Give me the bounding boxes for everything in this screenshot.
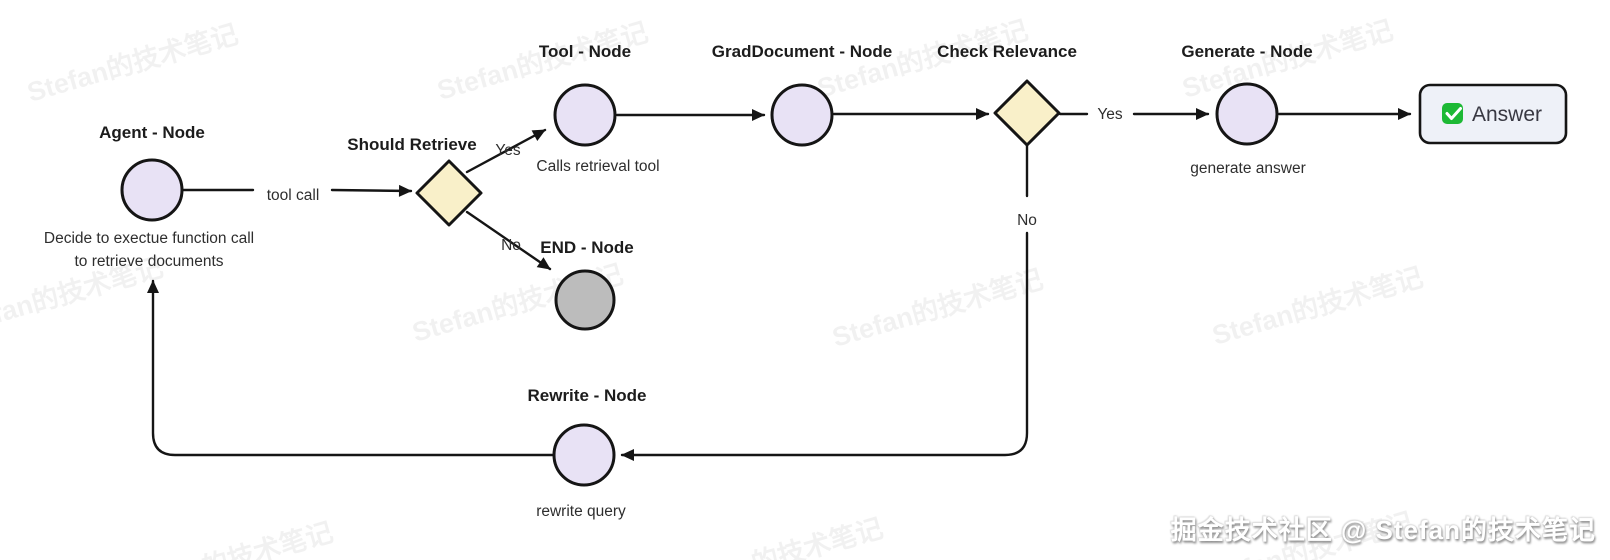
edge-shouldretrieve-no	[465, 210, 552, 271]
tool-node-desc: Calls retrieval tool	[536, 158, 659, 175]
tool-node-circle	[553, 83, 617, 147]
edge-label-no-check-relevance: No	[1017, 212, 1037, 229]
edge-rewrite-to-agent	[147, 279, 556, 457]
watermark-tile: Stefan的技术笔记	[24, 18, 242, 108]
check-relevance-diamond	[993, 79, 1061, 147]
edge-label-yes-should-retrieve: Yes	[495, 142, 521, 159]
should-retrieve-diamond	[415, 159, 483, 227]
generate-node-circle	[1215, 82, 1279, 146]
nodes	[120, 79, 1568, 487]
answer-label: Answer	[1472, 103, 1542, 126]
tool-node-title: Tool - Node	[539, 42, 631, 61]
edge-agent-toolcall-seg2	[330, 184, 413, 197]
end-node-title: END - Node	[540, 238, 634, 257]
generate-node-desc: generate answer	[1190, 160, 1305, 177]
agent-node-circle	[120, 158, 184, 222]
end-node-circle	[554, 269, 616, 331]
answer-box-content: Answer	[1442, 103, 1542, 126]
watermark-tile: Stefan的技术笔记	[669, 512, 887, 560]
check-relevance-title: Check Relevance	[937, 42, 1077, 61]
watermark-tile: Stefan的技术笔记	[829, 263, 1047, 353]
labels: Agent - Node Decide to exectue function …	[44, 42, 1313, 520]
edge-shouldretrieve-yes	[465, 128, 547, 174]
edges	[147, 108, 1412, 461]
agent-node-title: Agent - Node	[99, 123, 205, 142]
edge-labels: tool call Yes No Yes No	[267, 106, 1123, 254]
rewrite-node-desc: rewrite query	[536, 503, 626, 520]
graddocument-node-title: GradDocument - Node	[712, 42, 892, 61]
rewrite-node-title: Rewrite - Node	[527, 386, 646, 405]
watermark-tile: Stefan的技术笔记	[1209, 261, 1427, 351]
agent-node-desc-line1: Decide to exectue function call	[44, 230, 254, 247]
agent-node-desc-line2: to retrieve documents	[74, 253, 223, 270]
graddocument-node-circle	[770, 83, 834, 147]
edge-label-yes-check-relevance: Yes	[1097, 106, 1123, 123]
edge-check-no-to-rewrite	[620, 231, 1029, 461]
edge-label-no-should-retrieve: No	[501, 237, 521, 254]
edge-label-tool-call: tool call	[267, 187, 320, 204]
check-mark-icon	[1442, 103, 1463, 124]
should-retrieve-title: Should Retrieve	[347, 135, 476, 154]
watermark-tiles: Stefan的技术笔记 Stefan的技术笔记 Stefan的技术笔记 Stef…	[0, 14, 1426, 560]
watermark-tile: Stefan的技术笔记	[119, 516, 337, 560]
check-mark-icon-stroke	[1445, 107, 1462, 120]
footer-watermark: 掘金技术社区 @ Stefan的技术笔记	[1170, 515, 1596, 545]
answer-box	[1418, 83, 1568, 145]
rewrite-node-circle	[552, 423, 616, 487]
generate-node-title: Generate - Node	[1181, 42, 1312, 61]
